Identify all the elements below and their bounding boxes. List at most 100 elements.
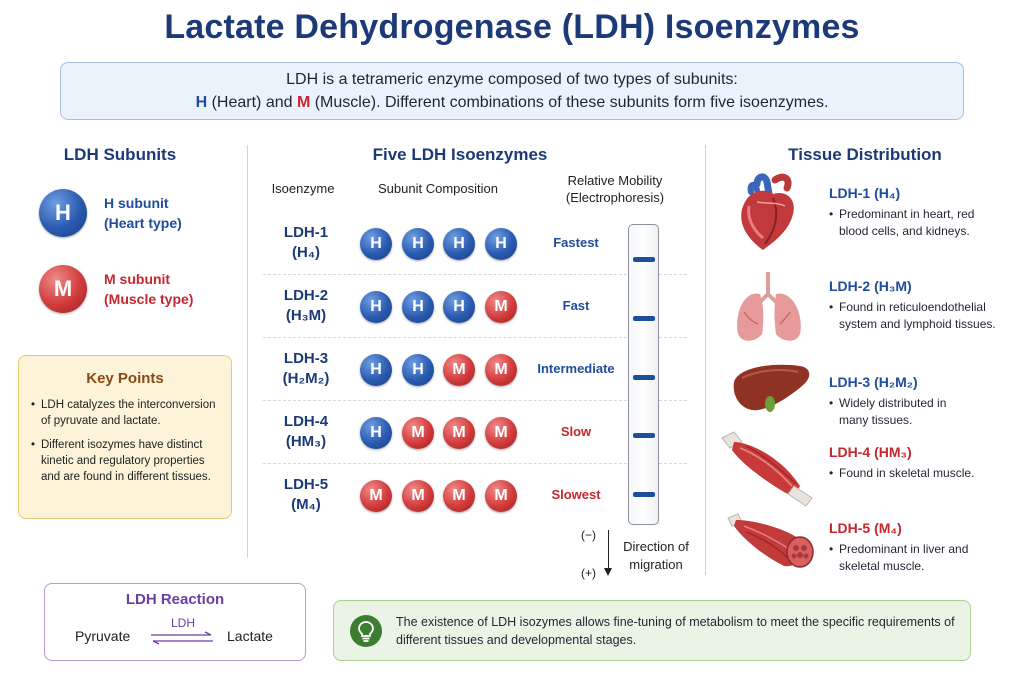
intro-line-1: LDH is a tetrameric enzyme composed of t… — [286, 71, 738, 88]
direction-minus: (−) — [581, 528, 596, 542]
isoenzyme-name: LDH-3 (H₂M₂) — [266, 349, 346, 389]
gel-band — [633, 257, 655, 262]
tissue-title: LDH-5 (M₄) — [829, 520, 902, 536]
direction-arrow-line — [608, 530, 609, 570]
heart-icon — [741, 173, 794, 250]
h-subunit-ball: H — [360, 228, 392, 260]
reaction-box: LDH Reaction Pyruvate LDH Lactate — [44, 583, 306, 661]
h-subunit-ball: H — [402, 228, 434, 260]
reaction-substrate: Pyruvate — [75, 628, 131, 644]
subunits-title: LDH Subunits — [63, 145, 177, 164]
col-header-composition: Subunit Composition — [378, 181, 498, 196]
row-separator — [263, 400, 687, 401]
isoenzyme-name: LDH-5 (M₄) — [266, 475, 346, 515]
col-header-mobility-line-1: Relative Mobility — [567, 173, 663, 188]
divider-left — [247, 145, 248, 558]
isoenzyme-name: LDH-2 (H₃M) — [266, 286, 346, 326]
h-subunit-ball: H — [443, 228, 475, 260]
mobility-label: Slowest — [551, 487, 601, 502]
reaction-enzyme: LDH — [170, 616, 195, 630]
key-point-item: Different isozymes have distinct kinetic… — [31, 437, 219, 485]
gel-band — [633, 316, 655, 321]
electrophoresis-gel — [628, 224, 659, 525]
reaction-title: LDH Reaction — [125, 591, 225, 608]
h-subunit-ball: H — [485, 228, 517, 260]
lightbulb-icon — [350, 615, 382, 647]
h-subunit-type: (Heart type) — [104, 215, 182, 231]
tissue-title: LDH-1 (H₄) — [829, 185, 901, 201]
isoenzyme-formula: (HM₃) — [285, 433, 327, 450]
mobility-label: Intermediate — [537, 361, 615, 376]
tissue-description: Found in skeletal muscle. — [829, 465, 979, 482]
isoenzyme-formula: (H₃M) — [285, 307, 327, 324]
isoenzyme-label: LDH-3 — [283, 350, 329, 367]
tissue-description: Predominant in heart, red blood cells, a… — [829, 206, 979, 240]
page-title: Lactate Dehydrogenase (LDH) Isoenzymes — [164, 8, 860, 46]
reaction-product: Lactate — [227, 628, 273, 644]
tissue-description: Predominant in liver and skeletal muscle… — [829, 541, 979, 575]
col-header-mobility: Relative Mobility (Electrophoresis) — [550, 172, 680, 206]
mobility-label: Fastest — [553, 235, 599, 250]
h-subunit-ball: H — [402, 291, 434, 323]
m-subunit-label: M subunit (Muscle type) — [104, 269, 193, 309]
m-subunit-ball: M — [485, 480, 517, 512]
gel-band — [633, 433, 655, 438]
isoenzyme-label: LDH-2 — [283, 287, 329, 304]
row-separator — [263, 337, 687, 338]
m-subunit-type: (Muscle type) — [104, 291, 194, 307]
lungs-icon — [737, 272, 801, 341]
m-subunit-ball: M — [39, 265, 87, 313]
m-subunit-ball: M — [485, 291, 517, 323]
m-subunit-ball: M — [443, 417, 475, 449]
h-subunit-ball: H — [402, 354, 434, 386]
isoenzyme-formula: (H₂M₂) — [282, 370, 330, 387]
note-text: The existence of LDH isozymes allows fin… — [396, 615, 955, 647]
h-subunit-ball: H — [360, 291, 392, 323]
reversible-arrow-icon — [151, 631, 213, 645]
h-subunit-ball: H — [39, 189, 87, 237]
row-separator — [263, 463, 687, 464]
m-subunit-name: M subunit — [104, 271, 171, 287]
direction-label-line-1: Direction of — [623, 539, 689, 554]
m-subunit-ball: M — [402, 417, 434, 449]
mobility-label: Slow — [560, 424, 592, 439]
m-subunit-ball: M — [485, 354, 517, 386]
h-subunit-ball: H — [360, 354, 392, 386]
divider-right — [705, 145, 706, 575]
intro-h-letter: H — [195, 94, 208, 111]
m-subunit-ball: M — [443, 480, 475, 512]
h-subunit-label: H subunit (Heart type) — [104, 193, 182, 233]
key-points-box: Key Points LDH catalyzes the interconver… — [18, 355, 232, 519]
row-separator — [263, 274, 687, 275]
tissue-title: LDH-4 (HM₃) — [829, 444, 912, 460]
key-point-item: LDH catalyzes the interconversion of pyr… — [31, 397, 219, 429]
key-points-title: Key Points — [86, 370, 164, 387]
isoenzymes-title: Five LDH Isoenzymes — [372, 145, 548, 164]
tissue-title: LDH-3 (H₂M₂) — [829, 374, 918, 390]
isoenzyme-formula: (M₄) — [291, 496, 321, 513]
tissues-title: Tissue Distribution — [788, 145, 942, 164]
col-header-isoenzyme: Isoenzyme — [271, 181, 335, 196]
m-subunit-ball: M — [443, 354, 475, 386]
liver-icon — [733, 364, 810, 412]
intro-box: LDH is a tetrameric enzyme composed of t… — [60, 62, 964, 120]
intro-m-text: (Muscle). Different combinations of thes… — [310, 94, 829, 111]
direction-plus: (+) — [581, 566, 596, 580]
key-points-list: LDH catalyzes the interconversion of pyr… — [19, 387, 231, 485]
gel-band — [633, 375, 655, 380]
direction-label-line-2: migration — [629, 557, 683, 572]
m-subunit-ball: M — [485, 417, 517, 449]
isoenzyme-name: LDH-4 (HM₃) — [266, 412, 346, 452]
isoenzyme-label: LDH-4 — [283, 413, 329, 430]
m-subunit-ball: M — [360, 480, 392, 512]
intro-line-2: H (Heart) and M (Muscle). Different comb… — [61, 91, 963, 114]
tissue-title: LDH-2 (H₃M) — [829, 278, 912, 294]
mobility-label: Fast — [562, 298, 590, 313]
h-subunit-ball: H — [360, 417, 392, 449]
intro-h-text: (Heart) and — [207, 94, 297, 111]
direction-label: Direction of migration — [616, 538, 696, 574]
down-arrow-icon — [604, 568, 612, 576]
isoenzyme-label: LDH-5 — [283, 476, 329, 493]
m-subunit-ball: M — [402, 480, 434, 512]
tissue-description: Found in reticuloendothelial system and … — [829, 299, 1011, 333]
